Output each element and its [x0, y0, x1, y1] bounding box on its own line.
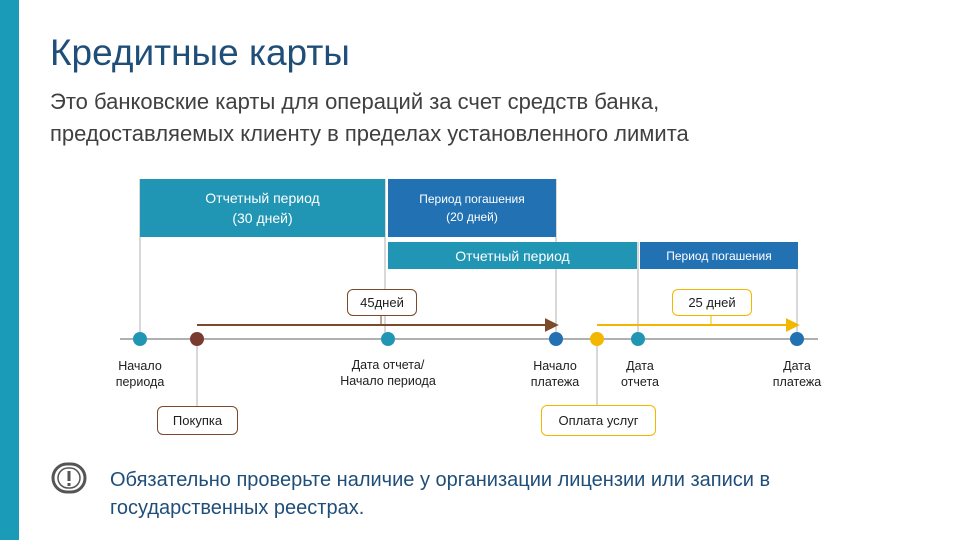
- dot-service-payment: [590, 332, 604, 346]
- slide-title: Кредитные карты: [50, 32, 350, 73]
- slide-subtitle: Это банковские карты для операций за сче…: [50, 89, 689, 146]
- report-period-label-2: Отчетный период: [455, 247, 570, 264]
- label-period-start: Начало периода: [115, 359, 165, 389]
- dot-payment-start: [549, 332, 563, 346]
- dot-period-start: [133, 332, 147, 346]
- repayment-period-box-1: Период погашения (20 дней): [388, 179, 556, 237]
- event-service-payment: Оплата услуг: [541, 405, 656, 436]
- label-payment-start: Начало платежа: [530, 359, 580, 389]
- interval-45-days: 45дней: [347, 289, 417, 316]
- dot-payment-date: [790, 332, 804, 346]
- dot-report-date: [381, 332, 395, 346]
- repayment-period-label-1: Период погашения (20 дней): [419, 192, 525, 224]
- dot-report-date-2: [631, 332, 645, 346]
- report-period-box-1: Отчетный период (30 дней): [140, 179, 385, 237]
- dot-purchase: [190, 332, 204, 346]
- license-check-note: Обязательно проверьте наличие у организа…: [110, 469, 771, 519]
- accent-bar: [0, 0, 19, 540]
- repayment-period-label-2: Период погашения: [666, 248, 772, 263]
- label-report-date-period-start: Дата отчета/ Начало периода: [340, 358, 436, 388]
- label-report-date: Дата отчета: [621, 359, 659, 389]
- event-purchase: Покупка: [157, 406, 238, 435]
- warning-icon: [51, 462, 87, 494]
- report-period-label-1: Отчетный период (30 дней): [205, 190, 320, 226]
- label-payment-date: Дата платежа: [772, 359, 822, 389]
- repayment-period-box-2: Период погашения: [640, 242, 798, 269]
- interval-25-days: 25 дней: [672, 289, 752, 316]
- report-period-box-2: Отчетный период: [388, 242, 637, 269]
